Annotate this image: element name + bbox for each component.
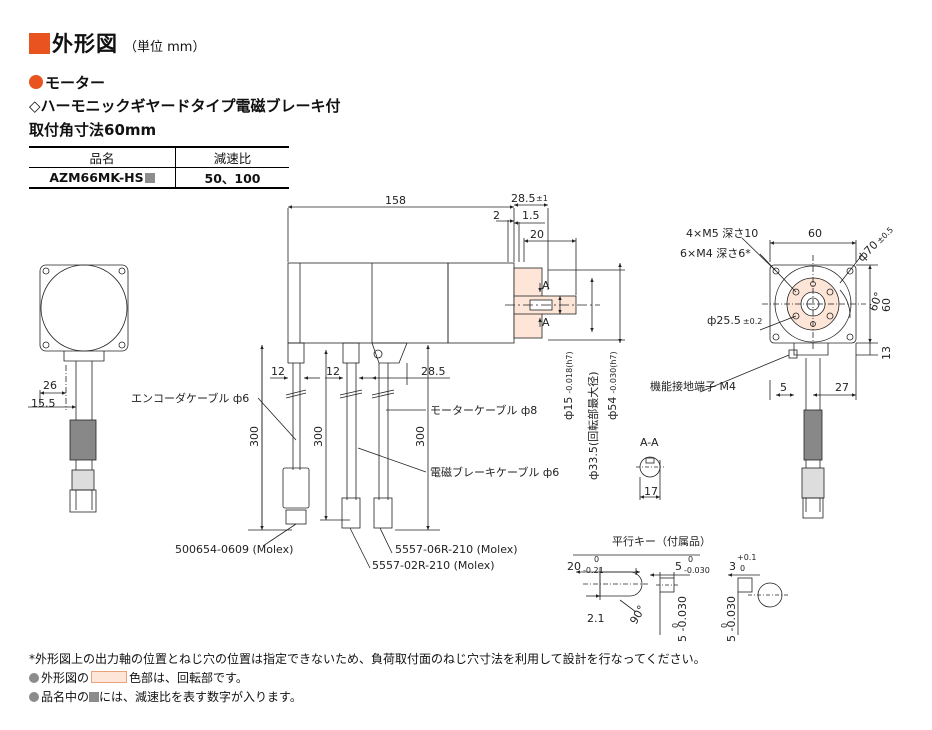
dim-158: 158	[385, 194, 406, 207]
dim-300-a: 300	[248, 426, 261, 447]
note-2-b: 色部は、回転部です。	[129, 671, 248, 685]
page-header: 外形図 （単位 mm）	[29, 28, 205, 58]
ground-terminal-label: 機能接地端子 M4	[650, 379, 736, 393]
connector-label-3: 5557-02R-210 (Molex)	[372, 559, 495, 572]
dim-300-b: 300	[312, 426, 325, 447]
page-title: 外形図	[52, 32, 118, 56]
dim-17: 17	[644, 485, 658, 498]
dim-phi25-5: ф25.5±0.2	[707, 314, 762, 327]
dim-20: 20	[530, 228, 544, 241]
ratio-placeholder-icon	[89, 692, 100, 702]
dim-28-5-b: 28.5	[421, 365, 446, 378]
section-a-a-label: A-A	[640, 436, 659, 449]
brake-cable-label: 電磁ブレーキケーブル ф6	[430, 465, 559, 479]
holes-label-2: 6×M4 深さ6*	[680, 247, 751, 260]
spec-model-cell: AZM66MK-HS	[29, 167, 176, 189]
dim-27: 27	[835, 381, 849, 394]
dim-26: 26	[43, 379, 57, 392]
section-dot-icon	[29, 75, 43, 89]
dim-angle-60: 60°	[867, 290, 886, 313]
connector-label-2: 5557-06R-210 (Molex)	[395, 543, 518, 556]
key-title: 平行キー（付属品）	[612, 535, 711, 548]
section-subtitle: ◇ハーモニックギヤードタイプ電磁ブレーキ付	[29, 97, 341, 115]
key-dim-20: 20	[567, 560, 581, 573]
dim-phi54: ф54-0.030(h7)	[606, 351, 619, 420]
dim-60-top: 60	[808, 227, 822, 240]
key-dim-5-vertical-2-top: 0	[720, 623, 729, 628]
section-title: モーター	[29, 72, 105, 93]
spec-table-header: 品名 減速比	[29, 146, 289, 168]
key-dim-5-tol-bot: -0.030	[684, 566, 710, 575]
section-a-a	[636, 456, 664, 500]
spec-header-ratio: 減速比	[175, 146, 289, 168]
dim-300-c: 300	[414, 426, 427, 447]
key-angle-90: 90°	[627, 603, 648, 626]
ratio-placeholder-icon	[144, 173, 155, 183]
front-view	[699, 237, 878, 519]
dim-60-side: 60	[880, 298, 893, 312]
spec-table: 品名 減速比 AZM66MK-HS 50、100	[29, 146, 289, 189]
section-title-text: モーター	[45, 74, 106, 92]
note-3-b: には、減速比を表す数字が入ります。	[99, 690, 302, 704]
dim-phi33-5: ф33.5(回転部最大径)	[586, 372, 600, 480]
motor-side-view	[248, 203, 625, 569]
dim-5: 5	[780, 381, 787, 394]
dim-13: 13	[880, 346, 893, 360]
spec-header-model: 品名	[29, 146, 176, 168]
dim-28-5: 28.5	[511, 192, 536, 205]
note-3-a: 品名中の	[41, 690, 90, 704]
holes-label-1: 4×M5 深さ10	[686, 227, 758, 240]
dim-phi70: ф70±0.5	[855, 223, 896, 264]
key-dim-3-tol-top: +0.1	[737, 553, 756, 562]
key-dim-2-1: 2.1	[587, 612, 605, 625]
key-dim-5-vertical-1: 5 -0.030	[676, 596, 689, 642]
key-dim-3-tol-bot: 0	[740, 564, 745, 573]
key-dim-3: 3	[729, 560, 736, 573]
dim-1-5: 1.5	[522, 209, 540, 222]
section-a-top: A	[542, 279, 550, 292]
dim-15-5: 15.5	[31, 397, 56, 410]
dim-12-b: 12	[326, 365, 340, 378]
key-dim-5: 5	[675, 560, 682, 573]
encoder-cable-label: エンコーダケーブル ф6	[131, 391, 249, 405]
spec-table-row: AZM66MK-HS 50、100	[29, 167, 289, 189]
motor-cable-label: モーターケーブル ф8	[430, 403, 537, 417]
dim-12-a: 12	[271, 365, 285, 378]
parallel-key	[573, 554, 790, 635]
rotating-color-swatch	[91, 671, 128, 683]
rear-view	[28, 264, 129, 513]
dim-2: 2	[493, 209, 500, 222]
key-dim-5-vertical-1-top: 0	[671, 623, 680, 628]
bullet-icon	[29, 673, 39, 683]
key-dim-5-tol-top: 0	[688, 555, 693, 564]
notes: *外形図上の出力軸の位置とねじ穴の位置は指定できないため、負荷取付面のねじ穴寸法…	[29, 650, 706, 707]
note-3: 品名中のには、減速比を表す数字が入ります。	[29, 688, 706, 707]
key-dim-5-vertical-2: 5 -0.030	[725, 596, 738, 642]
spec-ratio: 50、100	[175, 167, 289, 189]
unit-label: （単位 mm）	[124, 39, 206, 55]
dim-28-5-tol: ±1	[536, 194, 548, 203]
header-marker	[29, 32, 50, 54]
key-dim-20-tol-bot: -0.21	[583, 566, 604, 575]
connector-label-1: 500654-0609 (Molex)	[175, 543, 293, 556]
section-size: 取付角寸法60mm	[29, 121, 157, 139]
bullet-icon	[29, 692, 39, 702]
dim-phi15: ф15-0.018(h7)	[562, 351, 575, 420]
note-2: 外形図の 色部は、回転部です。	[29, 669, 706, 688]
key-dim-20-tol-top: 0	[594, 555, 599, 564]
note-2-a: 外形図の	[41, 671, 90, 685]
spec-model: AZM66MK-HS	[49, 170, 144, 185]
note-1: *外形図上の出力軸の位置とねじ穴の位置は指定できないため、負荷取付面のねじ穴寸法…	[29, 652, 706, 666]
section-a-bottom: A	[542, 316, 550, 329]
